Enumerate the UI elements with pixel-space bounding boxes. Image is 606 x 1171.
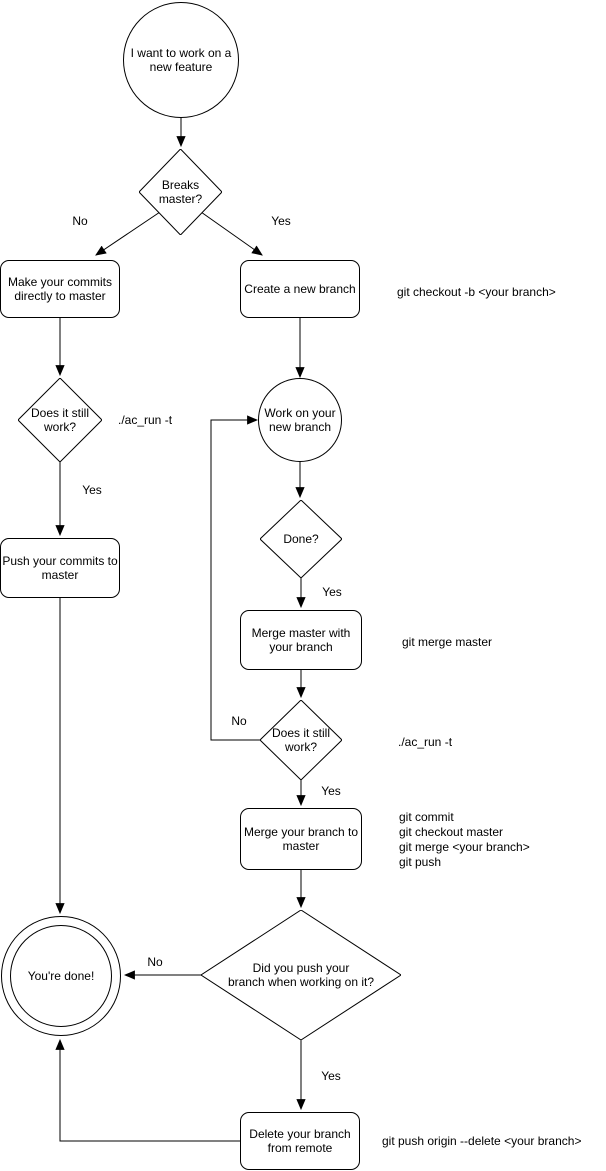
node-merge-master-with-branch-label: Merge master with bbox=[251, 625, 351, 640]
node-merge-branch-to-master-label: Merge your branch to bbox=[243, 824, 359, 839]
node-breaks-master-label: master? bbox=[158, 192, 203, 206]
annotation-git-push-delete: git push origin --delete <your branch> bbox=[382, 1134, 582, 1148]
node-delete-branch-remote: Delete your branch from remote bbox=[240, 1112, 360, 1170]
annotation-git-checkout-b: git checkout -b <your branch> bbox=[397, 285, 556, 299]
edge-breaks-no-to-make-commits bbox=[95, 211, 161, 256]
node-does-it-still-work-left: Does it still work? bbox=[18, 378, 102, 462]
annotation-merge-branch-commands: git commit git checkout master git merge… bbox=[399, 810, 530, 870]
annotation-line: git merge <your branch> bbox=[399, 840, 530, 854]
node-done-question-label: Done? bbox=[283, 531, 319, 546]
node-start-label: new feature bbox=[149, 60, 213, 74]
node-youre-done: You're done! bbox=[1, 916, 121, 1036]
node-does-it-still-work-right-label: work? bbox=[284, 740, 317, 754]
edge-label-yes-breaks: Yes bbox=[269, 214, 293, 228]
node-make-commits-master-label: Make your commits bbox=[7, 274, 113, 289]
node-push-commits-master-label: Push your commits to bbox=[2, 553, 118, 568]
diamond-shape bbox=[18, 378, 102, 462]
edge-still-right-no-loop-to-work-circle bbox=[210, 415, 260, 741]
annotation-ac-run-left: ./ac_run -t bbox=[118, 413, 173, 427]
node-work-on-branch: Work on your new branch bbox=[258, 378, 342, 462]
node-breaks-master: Breaks master? bbox=[139, 149, 222, 235]
node-merge-master-with-branch-label: your branch bbox=[269, 640, 333, 654]
node-create-new-branch-label: Create a new branch bbox=[244, 281, 356, 296]
node-delete-branch-remote-label: from remote bbox=[267, 1141, 333, 1155]
annotation-line: git commit bbox=[399, 810, 454, 824]
edge-label-yes-still-left: Yes bbox=[80, 483, 104, 497]
diamond-shape bbox=[260, 700, 342, 780]
edge-label-yes-done: Yes bbox=[320, 585, 344, 599]
edge-label-no-did-push: No bbox=[145, 955, 165, 969]
edge-delete-branch-to-done-circle bbox=[55, 1038, 240, 1142]
annotation-ac-run-right: ./ac_run -t bbox=[398, 735, 453, 749]
node-merge-branch-to-master: Merge your branch to master bbox=[240, 808, 362, 870]
node-breaks-master-label: Breaks bbox=[161, 177, 200, 192]
node-make-commits-master-label: directly to master bbox=[14, 289, 106, 303]
node-done-question: Done? bbox=[260, 500, 342, 578]
node-delete-branch-remote-label: Delete your branch bbox=[249, 1126, 351, 1141]
node-push-commits-master: Push your commits to master bbox=[0, 538, 120, 598]
node-did-you-push-branch-label: Did you push your bbox=[252, 960, 350, 975]
node-merge-master-with-branch: Merge master with your branch bbox=[240, 610, 362, 670]
node-does-it-still-work-left-label: work? bbox=[43, 420, 76, 434]
node-start: I want to work on a new feature bbox=[123, 2, 239, 118]
node-create-new-branch: Create a new branch bbox=[240, 260, 360, 318]
annotation-line: git push bbox=[399, 855, 442, 869]
diamond-shape bbox=[139, 149, 222, 235]
node-does-it-still-work-right-label: Does it still bbox=[271, 725, 330, 740]
annotation-git-merge-master: git merge master bbox=[402, 635, 493, 649]
node-youre-done-label: You're done! bbox=[27, 968, 95, 983]
node-did-you-push-branch-label: branch when working on it? bbox=[227, 975, 375, 989]
diamond-shape bbox=[260, 500, 342, 578]
edge-breaks-yes-to-create-branch bbox=[200, 211, 263, 256]
edge-label-no-still-right: No bbox=[229, 714, 249, 728]
edge-label-yes-did-push: Yes bbox=[319, 1069, 343, 1083]
node-make-commits-master: Make your commits directly to master bbox=[0, 260, 120, 318]
node-push-commits-master-label: master bbox=[41, 568, 79, 582]
node-did-you-push-branch: Did you push your branch when working on… bbox=[201, 910, 401, 1040]
node-merge-branch-to-master-label: master bbox=[282, 839, 320, 853]
annotation-line: git checkout master bbox=[399, 825, 504, 839]
node-work-on-branch-label: Work on your bbox=[264, 405, 336, 420]
edge-label-no-breaks: No bbox=[70, 214, 90, 228]
node-work-on-branch-label: new branch bbox=[268, 420, 332, 434]
edge-label-yes-still-right: Yes bbox=[319, 784, 343, 798]
diamond-shape bbox=[201, 910, 401, 1040]
node-does-it-still-work-left-label: Does it still bbox=[30, 405, 89, 420]
node-does-it-still-work-right: Does it still work? bbox=[260, 700, 342, 780]
node-start-label: I want to work on a bbox=[130, 45, 232, 60]
